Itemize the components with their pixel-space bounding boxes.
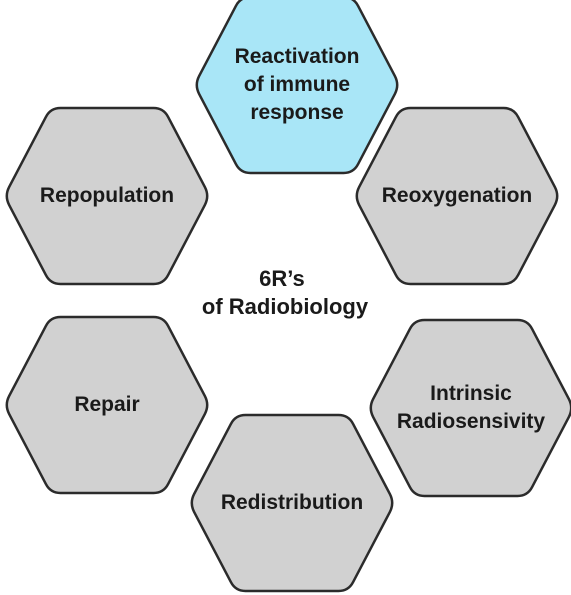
hexagon-shape-reactivation	[195, 0, 399, 175]
hexagon-label-line: Reactivation	[235, 45, 360, 68]
hexagon-label-line: Repair	[74, 393, 139, 416]
hexagon-label-line: response	[250, 101, 343, 124]
hexagon-reactivation: Reactivation of immune response	[195, 0, 399, 175]
hexagon-label-line: Reoxygenation	[382, 184, 533, 207]
hexagon-repair: Repair	[5, 315, 209, 495]
hexagon-shape-redistribution	[190, 413, 394, 593]
hexagon-reoxygenation: Reoxygenation	[355, 106, 559, 286]
hexagon-repopulation: Repopulation	[5, 106, 209, 286]
hexagon-label-reoxygenation: Reoxygenation	[382, 184, 533, 207]
hexagon-label-repopulation: Repopulation	[40, 184, 174, 207]
hexagon-label-line: Repopulation	[40, 184, 174, 207]
hexagon-label-repair: Repair	[74, 393, 139, 416]
hexagon-label-line: Radiosensivity	[397, 410, 546, 433]
hexagon-label-line: of immune	[244, 73, 350, 96]
hexagon-shape-repopulation	[5, 106, 209, 286]
hexagon-shape-intrinsic-radiosensivity	[369, 318, 571, 498]
hexagon-redistribution: Redistribution	[190, 413, 394, 593]
center-label-line-2: of Radiobiology	[202, 294, 369, 319]
hexagon-shape-repair	[5, 315, 209, 495]
hexagon-label-redistribution: Redistribution	[221, 491, 363, 514]
hexagon-group: Reactivation of immune responseReoxygenati…	[5, 0, 571, 593]
hexagon-shape-reoxygenation	[355, 106, 559, 286]
hexagon-label-reactivation: Reactivation of immune response	[235, 45, 360, 124]
center-label-line-1: 6R’s	[259, 266, 305, 291]
center-label: 6R’s of Radiobiology	[202, 266, 369, 319]
hexagon-label-line: Redistribution	[221, 491, 363, 514]
hexagon-label-line: Intrinsic	[430, 382, 512, 405]
